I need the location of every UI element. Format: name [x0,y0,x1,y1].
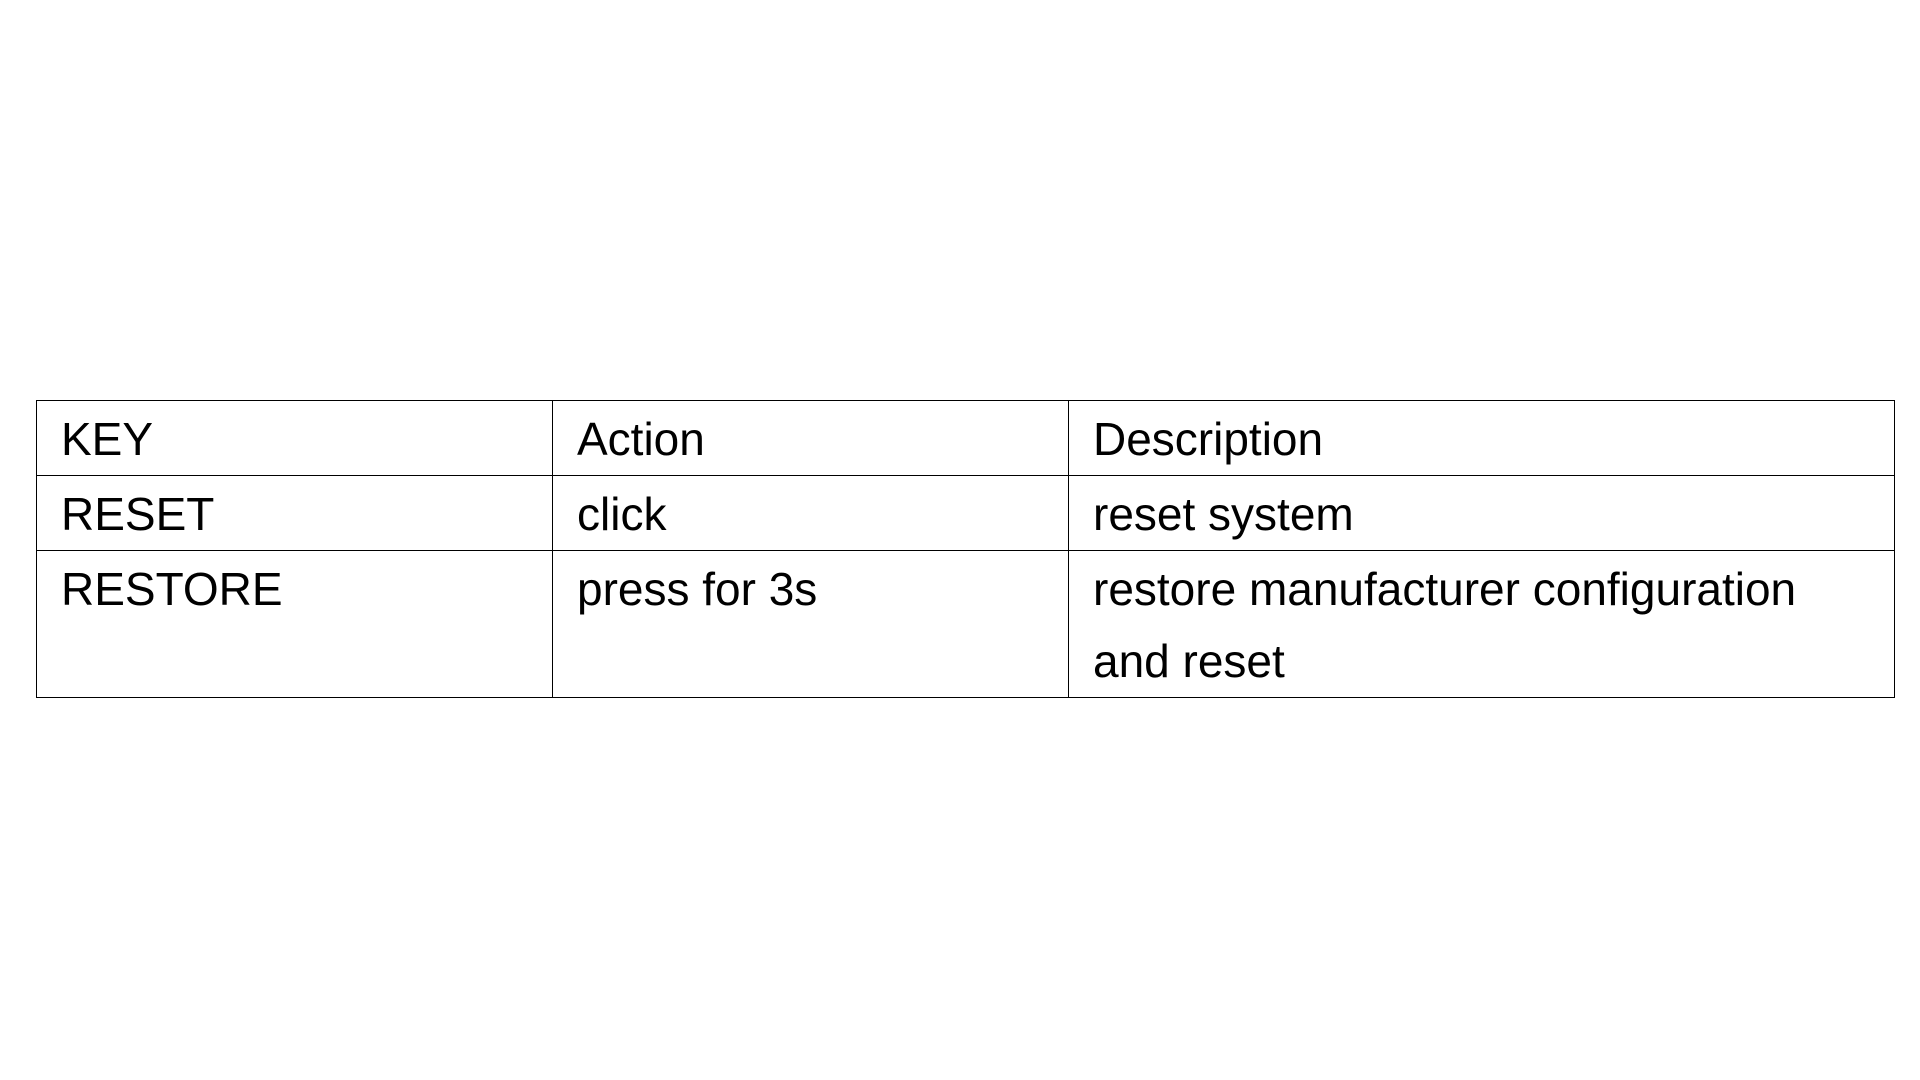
header-description: Description [1068,400,1895,476]
key-function-table: KEY Action Description RESET click reset… [36,400,1895,698]
cell-action: click [552,475,1069,551]
cell-key: RESET [36,475,553,551]
header-action: Action [552,400,1069,476]
table-row: RESTORE press for 3s restore manufacture… [36,550,1895,698]
table-header-row: KEY Action Description [36,400,1895,476]
cell-key: RESTORE [36,550,553,698]
header-key: KEY [36,400,553,476]
cell-description: restore manufacturer configuration and r… [1068,550,1895,698]
cell-description: reset system [1068,475,1895,551]
table-row: RESET click reset system [36,475,1895,551]
cell-action: press for 3s [552,550,1069,698]
